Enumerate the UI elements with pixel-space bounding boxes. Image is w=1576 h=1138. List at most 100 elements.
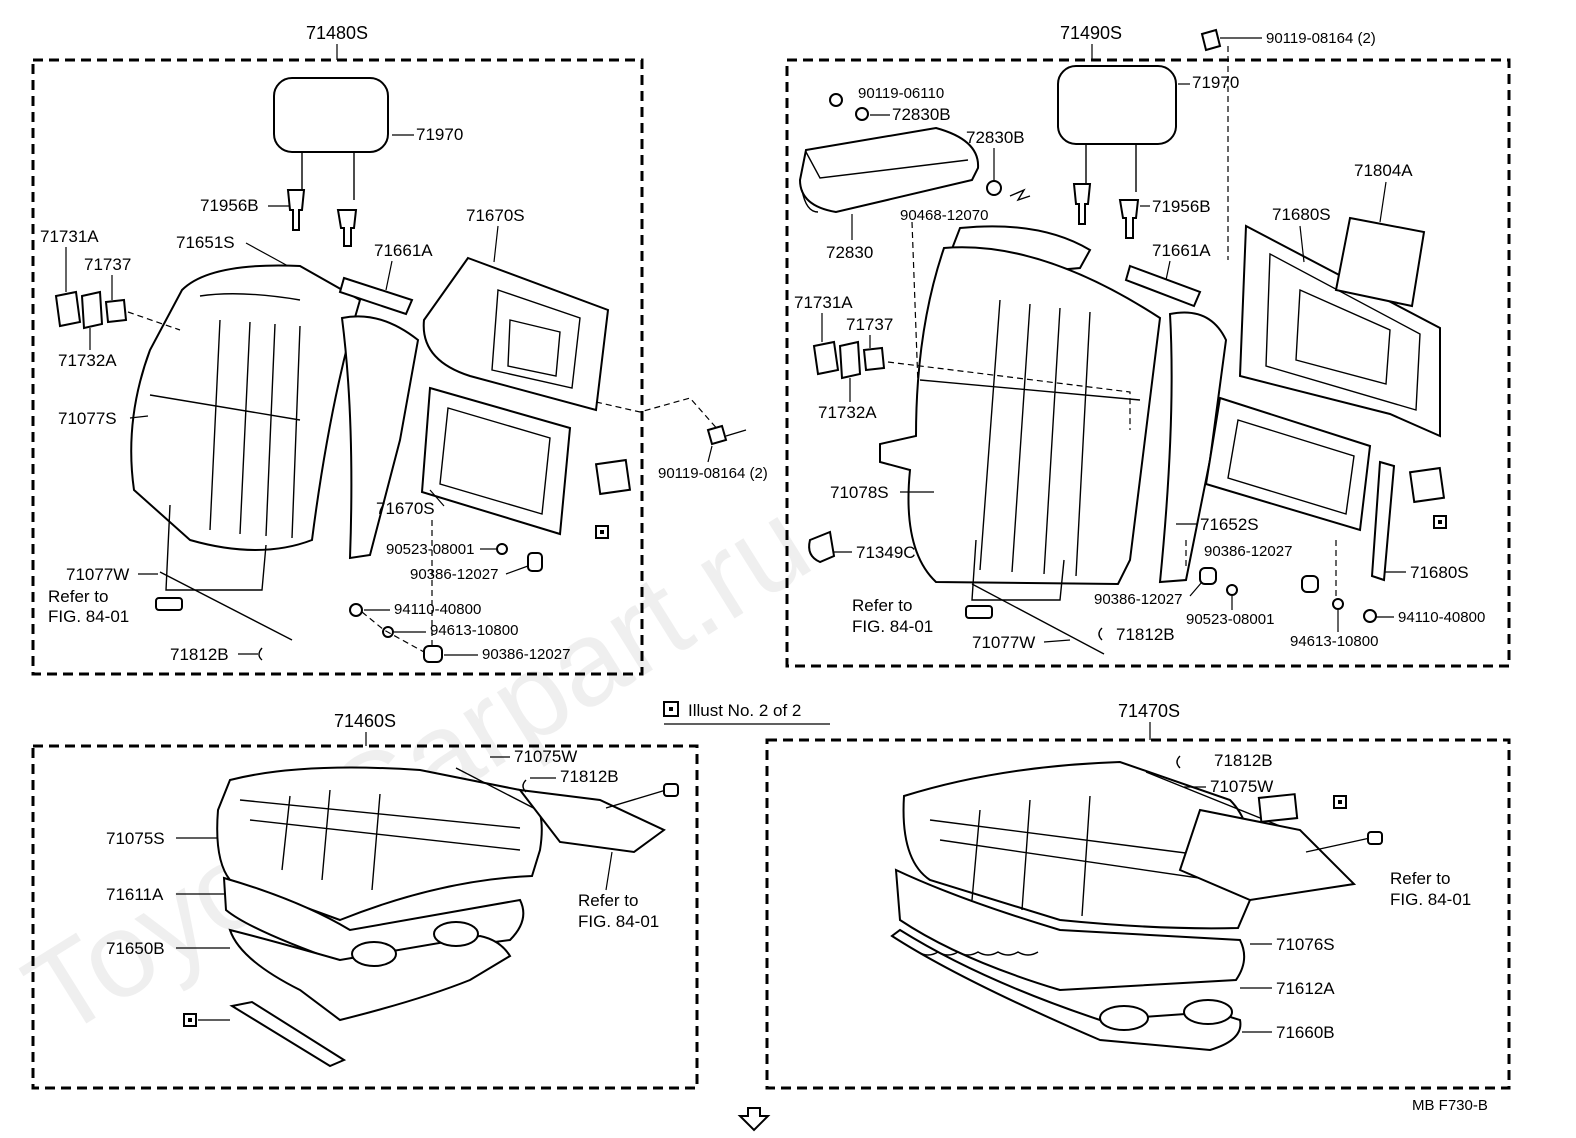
label-frame: 71670S	[466, 206, 525, 225]
spring-right	[433, 921, 479, 947]
side-panel-right	[1158, 311, 1228, 584]
label-bush2: 90386-12027	[482, 646, 570, 663]
group-label-top-right: 71490S	[1060, 23, 1122, 43]
washer-right	[1332, 598, 1344, 610]
label-cover-right: 71078S	[830, 483, 889, 502]
group-bottom-right: 71470S 71812B 71075W Refer to FIG. 84-01…	[765, 701, 1511, 1090]
label-nut2: 94110-40800	[394, 601, 481, 618]
label-refer-2: FIG. 84-01	[48, 607, 129, 626]
label-frame-lower: 71670S	[376, 499, 435, 518]
group-label-bottom-right: 71470S	[1118, 701, 1180, 721]
bracket-c	[104, 298, 128, 324]
label-refer-2-bl: FIG. 84-01	[578, 912, 659, 931]
label-cover-top: 71651S	[176, 233, 235, 252]
label-headrest-right: 71970	[1192, 73, 1239, 92]
label-refer-1-bl: Refer to	[578, 891, 638, 910]
label-bush-right: 90386-12027	[1204, 543, 1292, 560]
label-cover: 71077S	[58, 409, 117, 428]
label-clip: 71812B	[170, 645, 229, 664]
bracket-a-right	[812, 340, 840, 376]
label-bracket-c: 71732A	[58, 351, 117, 370]
label-bush: 90386-12027	[410, 566, 498, 583]
label-bolt-top: 90119-08164 (2)	[1266, 30, 1376, 47]
figure-code: MB F730-B	[1412, 1097, 1488, 1114]
label-guide: 71956B	[200, 196, 259, 215]
rod-bottom-right	[1305, 837, 1371, 853]
label-wire: 71077W	[66, 565, 129, 584]
group-label-top-left: 71480S	[306, 23, 368, 43]
seatback-right	[879, 246, 1162, 586]
label-headrest: 71970	[416, 125, 463, 144]
nut2-top-left	[349, 603, 363, 617]
spring-left-right	[1099, 1005, 1149, 1031]
frame-upper	[422, 256, 610, 412]
board	[1334, 216, 1426, 308]
illust-note: Illust No. 2 of 2	[663, 701, 830, 725]
wire-right	[971, 583, 1105, 655]
label-bracket-a: 71731A	[40, 227, 99, 246]
label-bracket-c-right: 71732A	[818, 403, 877, 422]
label-frame-bl: 71650B	[106, 939, 165, 958]
frame-lower	[420, 386, 572, 536]
label-bracket-b: 71737	[84, 255, 131, 274]
connector-top-left	[155, 597, 183, 611]
strip-bottom-left	[229, 1000, 347, 1068]
label-bush2-right: 90386-12027	[1094, 591, 1182, 608]
label-pad-br: 71612A	[1276, 979, 1335, 998]
label-refer-1-br: Refer to	[1390, 869, 1450, 888]
label-frame-right: 71680S	[1272, 205, 1331, 224]
connector-bottom-left	[663, 783, 679, 797]
cap1	[855, 107, 869, 121]
label-cap2: 72830B	[966, 128, 1025, 147]
bush2-right	[1301, 575, 1319, 593]
side-panel	[340, 315, 420, 560]
cap2	[986, 180, 1002, 196]
panel-bottom-right	[1178, 808, 1357, 902]
label-pad-bl: 71611A	[106, 885, 164, 904]
tag-bottom-right	[1257, 793, 1299, 823]
connector-right	[965, 605, 993, 619]
label-refer-2-br: FIG. 84-01	[1390, 890, 1471, 909]
cushion-frame-right	[890, 928, 1242, 1052]
label-clip-arm: 90468-12070	[900, 207, 988, 224]
label-refer-2-right: FIG. 84-01	[852, 617, 933, 636]
label-cover-br: 71076S	[1276, 935, 1335, 954]
pad-right	[1124, 264, 1202, 308]
pad	[338, 276, 414, 316]
nut-top-left	[496, 543, 508, 555]
spring-right-right	[1183, 999, 1233, 1025]
bracket-c-right	[862, 346, 886, 372]
frame-lower-right	[1204, 396, 1372, 532]
label-washer: 94613-10800	[430, 622, 518, 639]
guide-left-right	[1072, 183, 1092, 225]
label-bolt: 90119-08164 (2)	[658, 465, 768, 482]
label-cap1: 72830B	[892, 105, 951, 124]
label-frame-br: 71660B	[1276, 1023, 1335, 1042]
label-board: 71804A	[1354, 161, 1413, 180]
label-wire-right: 71077W	[972, 633, 1035, 652]
group-box-bottom-right	[765, 738, 1511, 1090]
guide-right-right	[1118, 199, 1140, 239]
bolt-top-right	[1200, 28, 1222, 52]
label-hinge: 71349C	[856, 543, 916, 562]
label-pad-right: 71661A	[1152, 241, 1211, 260]
label-wire-br: 71075W	[1210, 777, 1273, 796]
label-guide-right: 71956B	[1152, 197, 1211, 216]
group-top-right: 71490S	[785, 23, 1511, 668]
group-box-bottom-left	[31, 744, 699, 1090]
guide-left	[286, 189, 306, 231]
spring-left	[351, 941, 397, 967]
illust-note-text: Illust No. 2 of 2	[688, 701, 801, 720]
label-clip-right: 71812B	[1116, 625, 1175, 644]
group-label-bottom-left: 71460S	[334, 711, 396, 731]
headrest	[273, 77, 389, 153]
clip-arm	[1009, 188, 1031, 202]
screw	[829, 93, 843, 107]
label-bracket-b-right: 71737	[846, 315, 893, 334]
label-bracket-a-right: 71731A	[794, 293, 853, 312]
label-clip-bl: 71812B	[560, 767, 619, 786]
bracket-b-right	[838, 340, 862, 380]
label-armrest: 72830	[826, 243, 873, 262]
label-nut: 90523-08001	[386, 541, 474, 558]
